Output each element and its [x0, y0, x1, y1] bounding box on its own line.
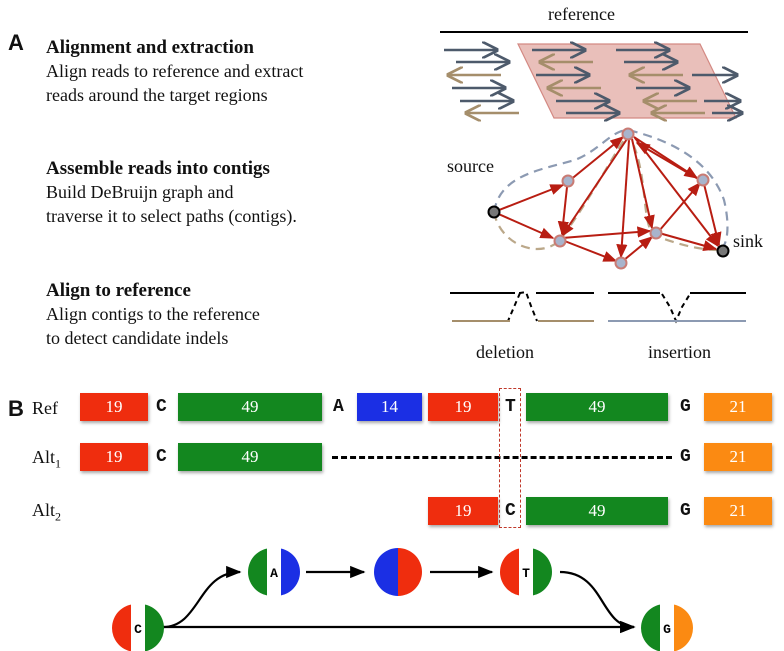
- step-align-reference: Align to reference Align contigs to the …: [46, 279, 260, 350]
- insertion-label: insertion: [648, 342, 711, 362]
- alt1-segment-19: 19: [80, 443, 148, 471]
- alt2-base-g: G: [680, 501, 691, 521]
- svg-text:A: A: [270, 566, 278, 581]
- deletion-gap-left: [507, 292, 521, 322]
- svg-text:T: T: [522, 566, 530, 581]
- alt1-base-c: C: [156, 447, 167, 467]
- step-desc-line: Align reads to reference and extract: [46, 61, 304, 81]
- step-desc-line: reads around the target regions: [46, 85, 268, 105]
- target-region: [517, 43, 737, 119]
- ref-segment-19a: 19: [80, 393, 148, 421]
- ref-segment-21: 21: [704, 393, 772, 421]
- reads: [444, 50, 742, 113]
- step-desc-line: Build DeBruijn graph and: [46, 182, 234, 202]
- variant-highlight-box: [499, 388, 521, 528]
- ref-base-g: G: [680, 397, 691, 417]
- alt1-deletion-gap: [332, 456, 672, 459]
- panel-a-letter: A: [8, 30, 24, 55]
- ref-segment-49a: 49: [178, 393, 322, 421]
- ref-base-a: A: [333, 397, 344, 417]
- graph-node-c: C: [112, 604, 164, 651]
- step-title: Assemble reads into contigs: [46, 158, 270, 179]
- variant-graph: C A T G: [112, 548, 693, 651]
- contig-path-blue: [492, 128, 729, 251]
- step-alignment: Alignment and extraction Align reads to …: [46, 36, 303, 107]
- graph-node-g: G: [641, 604, 693, 651]
- contig-path-tan: [492, 131, 721, 252]
- row-label-sub: 2: [55, 509, 62, 524]
- step-desc-line: Align contigs to the reference: [46, 304, 260, 324]
- sink-label: sink: [733, 231, 764, 251]
- edge-t-to-g: [559, 570, 636, 634]
- graph-nodes: [553, 127, 710, 270]
- row-label-alt1: Alt1: [32, 447, 61, 472]
- row-label-sub: 1: [55, 456, 62, 471]
- alt2-segment-49: 49: [526, 497, 668, 525]
- svg-text:C: C: [134, 622, 142, 637]
- graph-node-t: T: [500, 548, 552, 596]
- alt1-base-g: G: [680, 447, 691, 467]
- row-label-ref: Ref: [32, 398, 58, 419]
- ref-base-c: C: [156, 397, 167, 417]
- row-label-text: Alt: [32, 447, 56, 467]
- sink-node: [716, 244, 730, 258]
- step-desc-line: to detect candidate indels: [46, 328, 229, 348]
- ref-segment-49b: 49: [526, 393, 668, 421]
- row-label-text: Alt: [32, 500, 56, 520]
- reference-label: reference: [548, 4, 615, 24]
- step-desc-line: traverse it to select paths (contigs).: [46, 206, 297, 226]
- graph-node-a: A: [248, 548, 300, 596]
- row-label-text: Ref: [32, 398, 58, 418]
- alt1-segment-49: 49: [178, 443, 322, 471]
- pipeline-illustration: [440, 31, 748, 324]
- alt2-base-c: C: [505, 501, 516, 521]
- panel-b-letter: B: [8, 396, 24, 421]
- source-label: source: [447, 156, 494, 176]
- ref-base-t: T: [505, 397, 516, 417]
- graph-node-14: [374, 548, 422, 596]
- edge-c-to-a: [162, 565, 242, 629]
- step-title: Align to reference: [46, 280, 191, 301]
- ref-segment-14: 14: [357, 393, 422, 421]
- source-node: [487, 205, 501, 219]
- graph-edges: [493, 136, 722, 262]
- step-title: Alignment and extraction: [46, 37, 254, 58]
- alt1-segment-21: 21: [704, 443, 772, 471]
- deletion-gap: [510, 290, 538, 322]
- deletion-label: deletion: [476, 342, 534, 362]
- insertion-gap: [661, 293, 691, 324]
- step-assemble: Assemble reads into contigs Build DeBrui…: [46, 157, 297, 228]
- ref-segment-19b: 19: [428, 393, 498, 421]
- svg-text:G: G: [663, 622, 671, 637]
- row-label-alt2: Alt2: [32, 500, 61, 525]
- alt2-segment-19: 19: [428, 497, 498, 525]
- alt2-segment-21: 21: [704, 497, 772, 525]
